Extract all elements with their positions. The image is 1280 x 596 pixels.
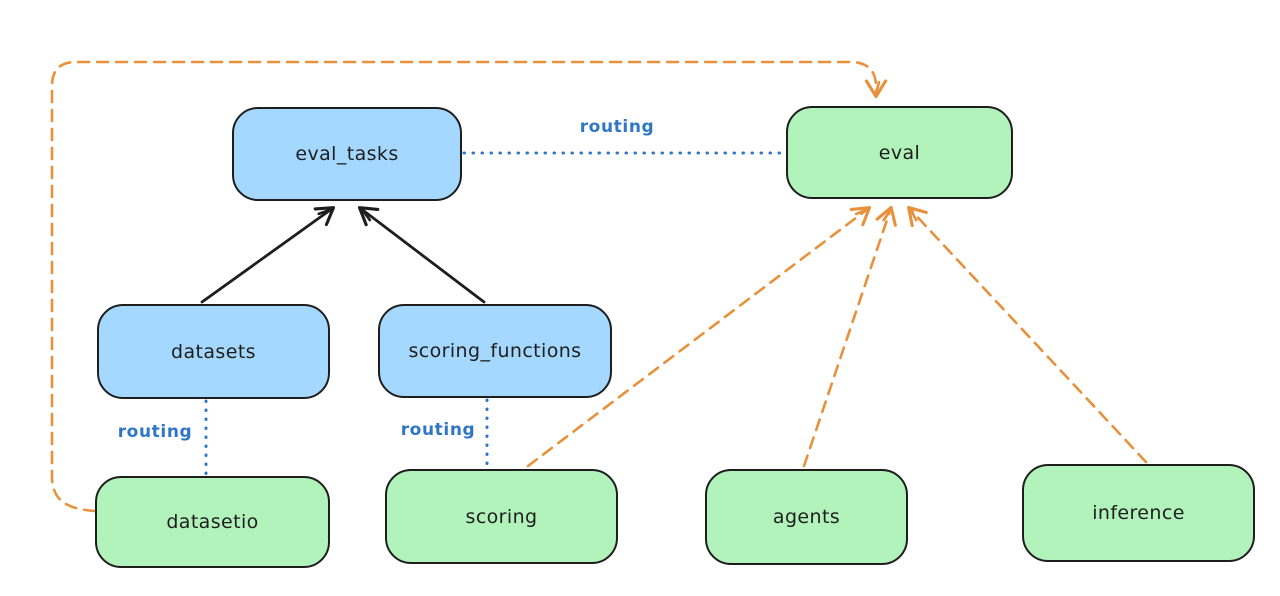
node-scoring-functions: scoring_functions	[378, 304, 612, 398]
routing-label-eval-tasks-eval: routing	[579, 117, 655, 137]
routing-label-datasets-datasetio: routing	[117, 422, 193, 442]
node-datasetio-label: datasetio	[166, 511, 259, 533]
node-inference-label: inference	[1092, 502, 1185, 524]
routing-label-scoring-functions-scoring: routing	[400, 420, 476, 440]
node-inference: inference	[1022, 464, 1255, 562]
node-datasets: datasets	[97, 304, 330, 399]
node-scoring-label: scoring	[465, 505, 538, 528]
edge-datasets-to-eval-tasks	[200, 206, 336, 304]
edge-inference-to-eval	[907, 206, 1148, 464]
node-eval: eval	[786, 106, 1013, 199]
node-eval-tasks-label: eval_tasks	[295, 143, 399, 165]
node-scoring: scoring	[385, 469, 618, 564]
node-datasetio: datasetio	[95, 476, 330, 568]
node-agents: agents	[705, 469, 908, 565]
node-eval-label: eval	[878, 141, 921, 164]
edge-scoring-to-eval	[526, 206, 872, 468]
node-scoring-functions-label: scoring_functions	[408, 340, 582, 362]
node-eval-tasks: eval_tasks	[232, 107, 462, 201]
edge-scoring-functions-to-eval-tasks	[357, 206, 486, 304]
edge-agents-to-eval	[802, 205, 897, 468]
node-datasets-label: datasets	[171, 340, 256, 363]
node-agents-label: agents	[772, 506, 841, 528]
